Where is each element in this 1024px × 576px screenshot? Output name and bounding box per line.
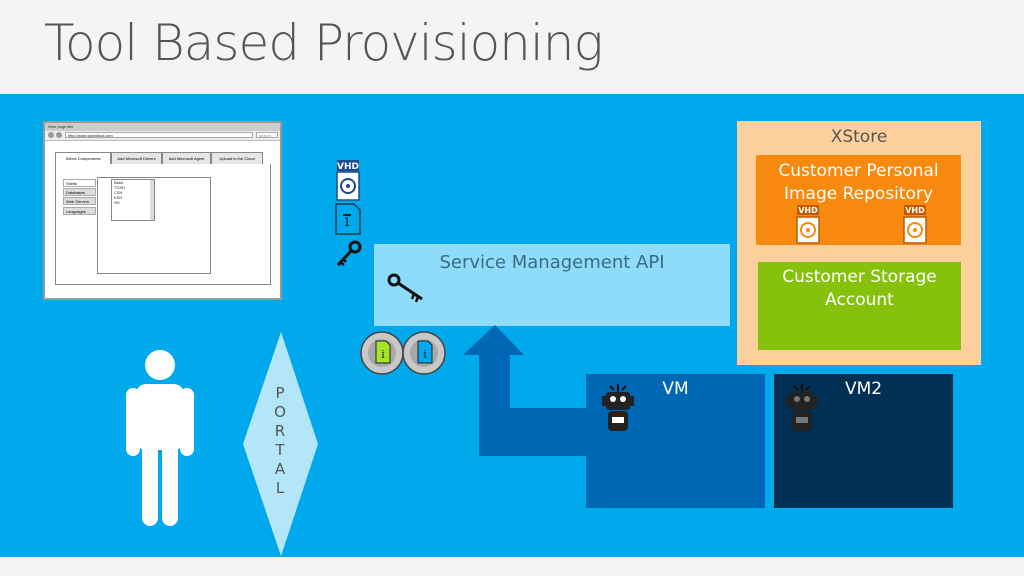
svg-text:i: i [423,348,427,361]
person-icon [126,350,194,526]
storage-label-line: Account [825,290,894,310]
storage-label-line: Customer Storage [782,267,937,287]
category-shells: Shells [63,179,96,187]
repository-label-line: Customer Personal [778,161,939,181]
svg-text:VHD: VHD [798,206,818,215]
browser-address-bar: http://www.portaltool.com search [45,131,280,141]
xstore-label: XStore [830,127,888,147]
portal-letter: O [274,403,286,421]
category-languages: Languages [63,207,96,215]
service-management-api-box [374,244,730,326]
vhd-icon: VHD [903,205,927,244]
customer-image-repository-box [756,155,961,245]
tab-select-components: Select Components [55,152,111,165]
disc-icon: i [360,331,404,375]
customer-storage-account-label: Customer Storage Account [758,266,961,312]
key-icon [336,240,362,267]
back-icon [48,132,54,138]
list-item: SH [114,200,120,205]
forward-icon [56,132,62,138]
vm2-label: VM2 [844,379,883,399]
category-web-servers: Web Servers [63,197,96,205]
upward-arrow [463,325,586,456]
disc-icon: i [402,331,446,375]
svg-text:i: i [381,348,385,361]
list-item: KSH [114,195,123,200]
portal-diamond [243,332,318,556]
portal-letter: P [275,384,285,402]
svg-text:VHD: VHD [905,206,925,215]
portal-letter: A [274,460,286,478]
portal-letter: R [274,422,286,440]
robot-icon [602,384,634,431]
document-icon: i [335,203,361,235]
repository-label-line: Image Repository [783,184,934,204]
category-databases: Databases [63,188,96,196]
customer-storage-account-box [758,262,961,350]
browser-mockup: Web page title http://www.portaltool.com… [43,121,282,300]
page-title: Tool Based Provisioning [44,14,603,72]
listbox-scrollbar [150,180,154,220]
portal-letter: T [275,441,285,459]
url-field: http://www.portaltool.com [65,132,253,138]
service-management-api-label: Service Management API [439,252,665,273]
search-field: search [256,132,278,138]
browser-title: Web page title [45,123,280,131]
vhd-icon: VHD [336,160,360,201]
key-icon [387,273,423,303]
vm-label: VM [662,379,689,399]
list-item: Bash [114,180,124,185]
svg-text:VHD: VHD [337,162,359,172]
svg-text:i: i [344,211,349,230]
list-item: CSH [114,190,123,195]
portal-letter: L [275,479,285,497]
list-item: TCSH [114,185,125,190]
robot-icon [786,384,818,431]
customer-image-repository-label: Customer Personal Image Repository [756,160,961,206]
portal-label: P O R T A L [266,384,294,498]
shell-listbox: Bash TCSH CSH KSH SH [111,179,155,221]
vhd-icon: VHD [796,205,820,244]
